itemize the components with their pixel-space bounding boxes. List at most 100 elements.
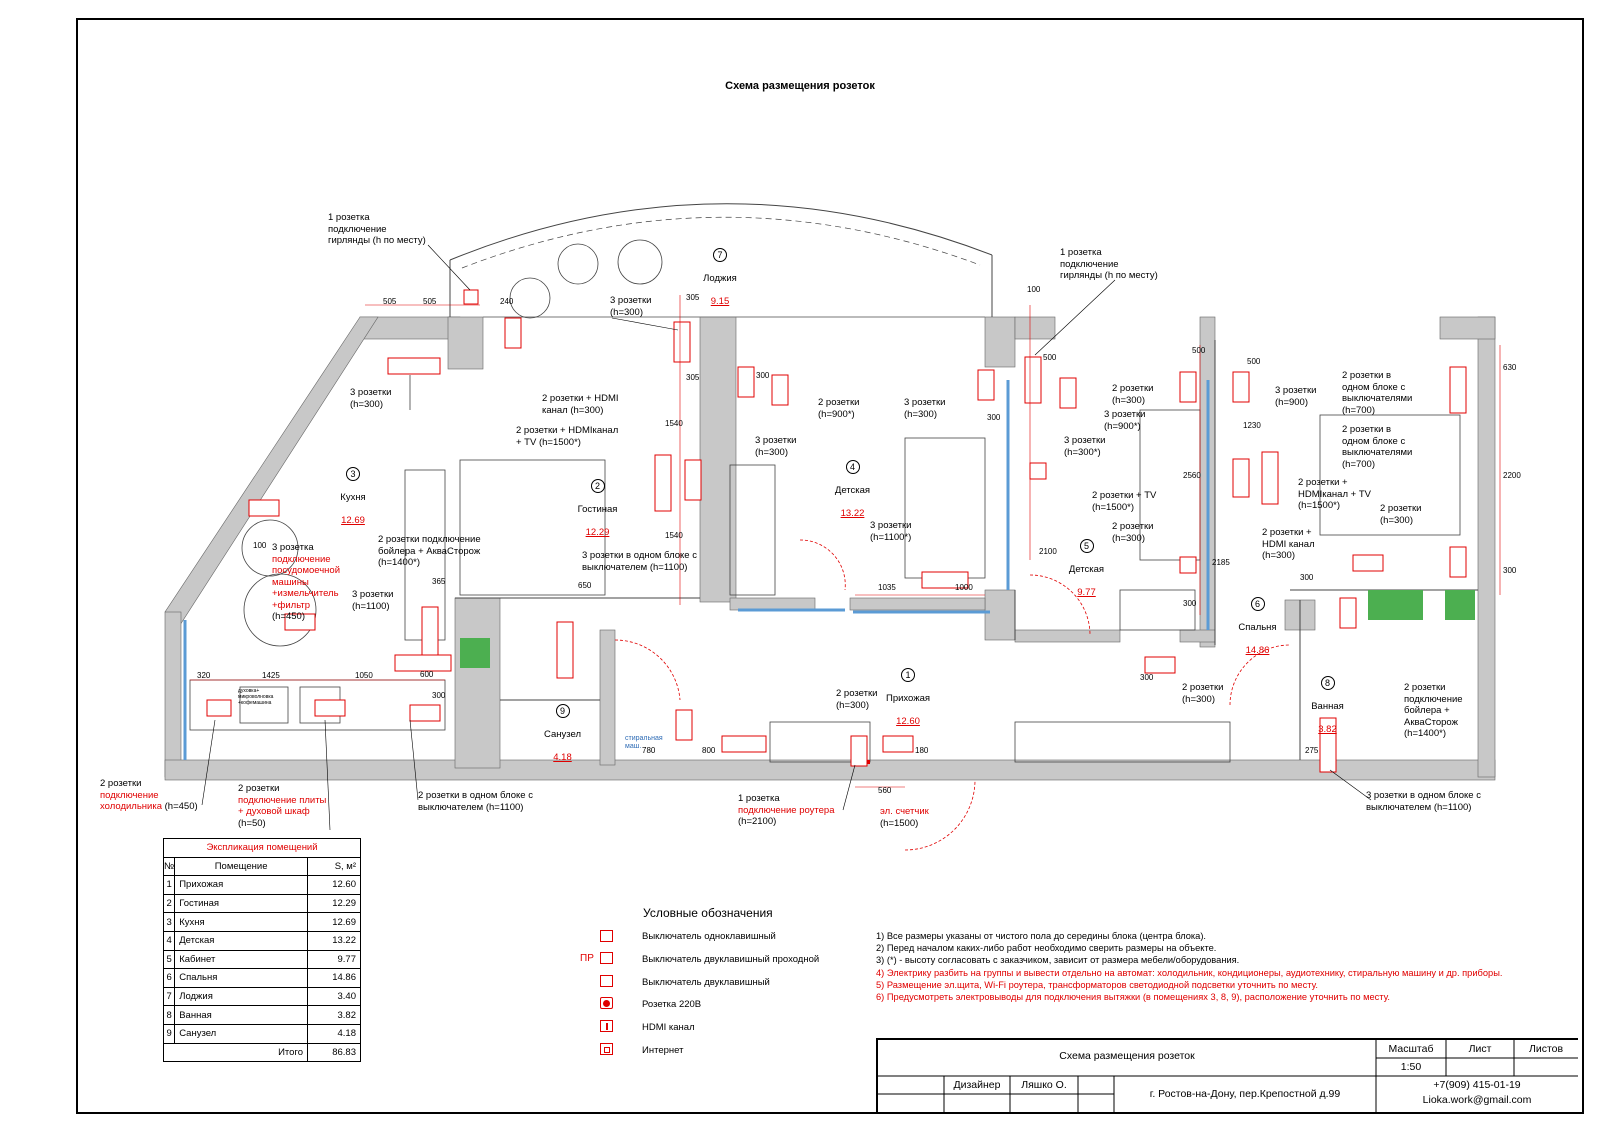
dim-600: 600 bbox=[420, 670, 434, 679]
room-6-label: 6 Спальня 14.86 bbox=[1235, 585, 1280, 668]
dim-650: 650 bbox=[578, 581, 592, 590]
note-switch-block-1100: 3 розетки в одном блоке с выключателем (… bbox=[582, 550, 697, 573]
dim-630: 630 bbox=[1503, 363, 1517, 372]
room-2-num: 2 bbox=[590, 478, 605, 493]
note-k3-1100: 3 розетки (h=1100) bbox=[352, 589, 394, 612]
room-1-name: Прихожая bbox=[885, 693, 931, 704]
explication-header: Экспликация помещений bbox=[163, 838, 361, 858]
cell-area: 9.77 bbox=[307, 949, 361, 970]
note-hdmi-1500: 2 розетки + HDMIканал + TV (h=1500*) bbox=[516, 425, 619, 448]
note-stove-c: (h=50) bbox=[238, 817, 266, 829]
dim-2200: 2200 bbox=[1503, 471, 1521, 480]
stamp-phone: +7(909) 415-01-19 bbox=[1433, 1079, 1521, 1091]
room-1-area: 12.60 bbox=[896, 716, 920, 727]
dim-2100: 2100 bbox=[1039, 547, 1057, 556]
note-sp-300: 2 розетки (h=300) bbox=[1380, 503, 1422, 526]
room-5-num: 5 bbox=[1079, 538, 1094, 553]
cell-area: 3.40 bbox=[307, 986, 361, 1007]
room-4-name: Детская bbox=[834, 485, 871, 496]
room-9-area: 4.18 bbox=[553, 752, 572, 763]
note-r5-900: 3 розетки (h=900*) bbox=[1104, 409, 1146, 432]
note-4: 4) Электрику разбить на группы и вывести… bbox=[876, 967, 1503, 978]
legend-item-2: Выключатель двуклавишный проходной bbox=[642, 954, 820, 965]
dim-1425: 1425 bbox=[262, 671, 280, 680]
room-5-name: Детская bbox=[1068, 564, 1105, 575]
outlet-blocks bbox=[206, 289, 1467, 773]
note-hdmi-300: 2 розетки + HDMI канал (h=300) bbox=[542, 393, 619, 416]
col-area: S, м² bbox=[307, 856, 361, 877]
cell-room: Детская bbox=[174, 930, 308, 951]
hdmi-icon bbox=[600, 1020, 613, 1032]
explication-table: Экспликация помещений № Помещение S, м² … bbox=[162, 838, 361, 1063]
note-sp-tv: 2 розетки + HDMIканал + TV (h=1500*) bbox=[1298, 477, 1371, 511]
cell-num: 1 bbox=[162, 875, 176, 895]
room-6-num: 6 bbox=[1250, 596, 1265, 611]
dim-1230: 1230 bbox=[1243, 421, 1261, 430]
note-router-b: подключение роутера bbox=[738, 804, 835, 816]
note-r5-tv: 2 розетки + TV (h=1500*) bbox=[1092, 490, 1157, 513]
walls bbox=[164, 316, 1496, 781]
note-5: 5) Размещение эл.щита, Wi-Fi роутера, тр… bbox=[876, 979, 1318, 990]
note-fridge-c: (h=450) bbox=[162, 801, 198, 812]
note-desk-900: 2 розетки (h=900*) bbox=[818, 397, 860, 420]
dim-300e: 300 bbox=[1300, 573, 1314, 582]
dim-305b: 305 bbox=[686, 373, 700, 382]
room-3-name: Кухня bbox=[340, 492, 366, 503]
note-kitchen-3: 3 розетки (h=300) bbox=[350, 387, 392, 410]
total-label: Итого bbox=[163, 1042, 308, 1063]
note-garland-2: 1 розетка подключение гирлянды (h по мес… bbox=[1060, 247, 1158, 281]
stamp-email: Lioka.work@gmail.com bbox=[1422, 1094, 1532, 1106]
stamp-person: Ляшко О. bbox=[1021, 1079, 1067, 1091]
dim-305a: 305 bbox=[686, 293, 700, 302]
dim-560: 560 bbox=[878, 786, 892, 795]
drawing-frame bbox=[76, 18, 1584, 1114]
legend-pr-label: ПР bbox=[580, 953, 594, 964]
dim-1035: 1035 bbox=[878, 583, 896, 592]
cell-area: 3.82 bbox=[307, 1005, 361, 1025]
room-8-num: 8 bbox=[1320, 675, 1335, 690]
stamp-sheets-label: Листов bbox=[1528, 1043, 1564, 1055]
note-3: 3) (*) - высоту согласовать с заказчиком… bbox=[876, 955, 1240, 966]
switch-single-icon bbox=[600, 930, 613, 942]
note-r5-300a: 2 розетки (h=300) bbox=[1112, 383, 1154, 406]
note-2: 2) Перед началом каких-либо работ необхо… bbox=[876, 943, 1217, 954]
note-r5-300star: 3 розетки (h=300*) bbox=[1064, 435, 1106, 458]
note-fridge-a: 2 розетки bbox=[100, 778, 142, 789]
stamp-address: г. Ростов-на-Дону, пер.Крепостной д.99 bbox=[1149, 1088, 1341, 1100]
switch-double-pass-icon bbox=[600, 952, 613, 964]
room-3-num: 3 bbox=[346, 466, 360, 481]
note-sp-block700b: 2 розетки в одном блоке с выключателями … bbox=[1342, 424, 1413, 470]
dim-300a: 300 bbox=[756, 371, 770, 380]
note-meter-a: эл. счетчик bbox=[880, 806, 929, 817]
note-stove: 2 розетки подключение плиты + духовой шк… bbox=[238, 783, 326, 829]
note-meter-b: (h=1500) bbox=[880, 817, 919, 829]
washer-label: стиральная маш. bbox=[625, 735, 663, 750]
notes: 1) Все размеры указаны от чистого пола д… bbox=[876, 930, 1502, 1003]
cell-room: Гостиная bbox=[174, 893, 308, 914]
legend-item-4: Розетка 220В bbox=[642, 999, 702, 1010]
room-8-label: 8 Ванная 3.82 bbox=[1305, 664, 1350, 747]
legend-item-3: Выключатель двуклавишный bbox=[642, 977, 770, 988]
dim-1540b: 1540 bbox=[665, 531, 683, 540]
room-9-num: 9 bbox=[555, 703, 570, 718]
room-7-num: 7 bbox=[713, 247, 727, 262]
outlet-220-icon bbox=[600, 997, 613, 1009]
cell-room: Ванная bbox=[174, 1005, 308, 1025]
room-7-area: 9.15 bbox=[710, 296, 730, 307]
room-7-label: 7 Лоджия 9.15 bbox=[700, 236, 740, 319]
dim-100b: 100 bbox=[253, 541, 267, 550]
note-6: 6) Предусмотреть электровыводы для подкл… bbox=[876, 992, 1390, 1003]
legend-item-1: Выключатель одноклавишный bbox=[642, 931, 776, 942]
room-9-label: 9 Санузел 4.18 bbox=[540, 692, 585, 775]
note-stove-b: подключение плиты + духовой шкаф bbox=[238, 794, 327, 818]
note-dishwasher-b: подключение посудомоечной машины +измель… bbox=[272, 553, 341, 611]
cell-area: 12.60 bbox=[307, 875, 361, 895]
note-fridge: 2 розетки подключение холодильника (h=45… bbox=[100, 778, 198, 813]
room-8-name: Ванная bbox=[1311, 701, 1344, 712]
note-det-300: 3 розетки (h=300) bbox=[904, 397, 946, 420]
